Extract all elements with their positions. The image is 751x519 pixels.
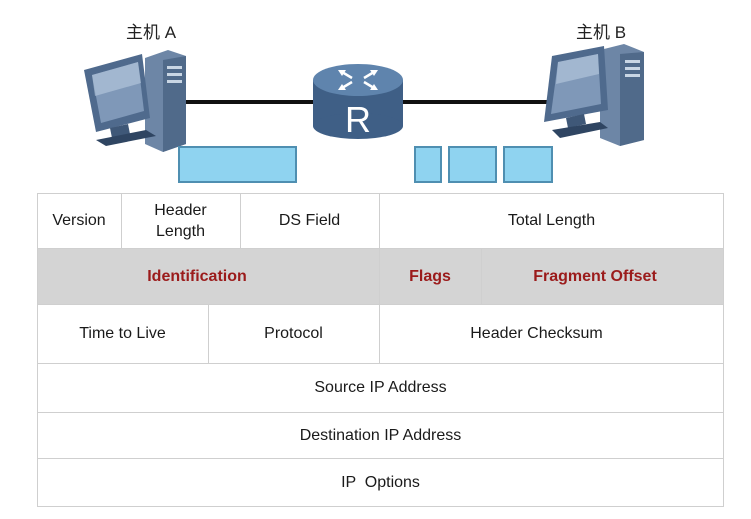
source-ip-field: Source IP Address: [314, 379, 447, 396]
host-b-computer-icon: [544, 44, 644, 146]
fragment-packet-3: [503, 146, 553, 183]
col-divider: [379, 304, 380, 363]
flags-field: Flags: [409, 267, 451, 285]
host-a-label: 主机 A: [126, 23, 177, 42]
fragment-offset-field: Fragment Offset: [533, 267, 657, 285]
original-packet: [178, 146, 297, 183]
fragmentation-row-highlight: [37, 248, 724, 304]
host-a-computer-icon: [84, 50, 186, 152]
row-divider: [37, 304, 724, 305]
network-topology: R: [84, 44, 644, 152]
col-divider: [240, 193, 241, 248]
ds-field: DS Field: [278, 212, 341, 229]
host-b-label: 主机 B: [576, 23, 627, 42]
header-checksum-field: Header Checksum: [470, 325, 603, 342]
ip-header-table: Version Header Length DS Field Total Len…: [37, 193, 724, 507]
router-letter: R: [345, 99, 371, 140]
table-border: [37, 193, 724, 507]
col-divider: [379, 193, 380, 304]
router-icon: R: [313, 64, 403, 140]
total-length-field: Total Length: [507, 212, 596, 229]
col-divider: [208, 304, 209, 363]
header-length-field: Header Length: [154, 201, 207, 240]
ttl-field: Time to Live: [79, 325, 166, 342]
destination-ip-field: Destination IP Address: [299, 426, 462, 444]
col-divider: [481, 248, 482, 304]
ip-options-field: IP Options: [341, 474, 420, 491]
row-divider: [37, 363, 724, 364]
fragment-packet-1: [414, 146, 442, 183]
identification-field: Identification: [147, 267, 247, 285]
col-divider: [121, 193, 122, 248]
version-field: Version: [52, 212, 106, 229]
protocol-field: Protocol: [264, 325, 323, 342]
row-divider: [37, 248, 724, 249]
row-divider: [37, 412, 724, 413]
row-divider: [37, 458, 724, 459]
fragment-packet-2: [448, 146, 497, 183]
